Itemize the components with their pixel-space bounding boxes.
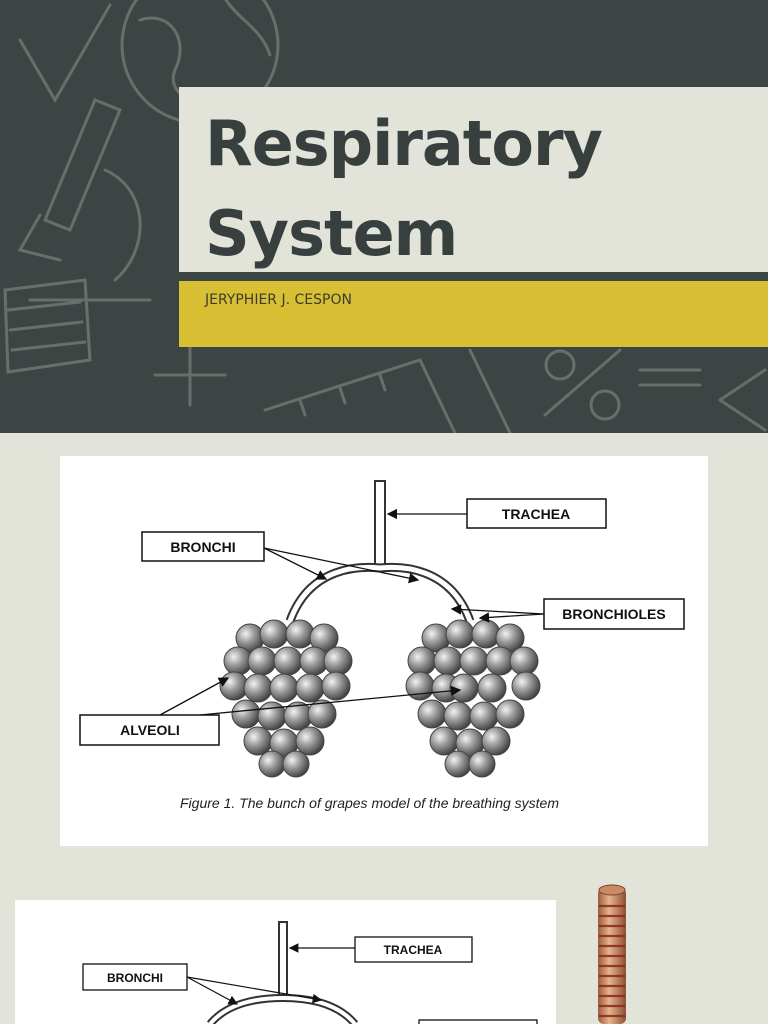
figure-grapes-model-2: TRACHEA BRONCHI: [15, 900, 556, 1024]
label-trachea: TRACHEA: [466, 498, 607, 529]
figure-caption: Figure 1. The bunch of grapes model of t…: [180, 795, 559, 811]
plus-icon: [153, 343, 227, 407]
trachea-shape-2: [278, 921, 288, 999]
label-bronchi: BRONCHI: [141, 531, 265, 562]
page-title: Respiratory System: [205, 99, 603, 279]
book-icon: [3, 278, 92, 374]
trachea-shape: [374, 480, 386, 569]
label-trachea-text: TRACHEA: [502, 506, 570, 522]
title-line-1: Respiratory: [205, 107, 603, 180]
figure-grapes-model: TRACHEA BRONCHI BRONCHIOLES ALVEOLI Figu…: [60, 456, 708, 846]
figure-diagram: TRACHEA BRONCHI BRONCHIOLES ALVEOLI Figu…: [79, 480, 685, 811]
bronchi-shape: [285, 562, 475, 623]
trachea-model-image: [598, 884, 626, 1024]
ruler-icon: [263, 358, 457, 433]
label-bronchioles: BRONCHIOLES: [543, 598, 685, 630]
chalk-doodles: [3, 0, 767, 433]
label-trachea-2-text: TRACHEA: [384, 943, 443, 957]
label-bronchi-text: BRONCHI: [170, 539, 235, 555]
label-alveoli-text: ALVEOLI: [120, 722, 180, 738]
title-box: Respiratory System: [179, 87, 768, 272]
label-box-partial: [418, 1019, 538, 1024]
label-trachea-2: TRACHEA: [354, 936, 473, 963]
microscope-icon: [17, 98, 152, 302]
label-bronchioles-text: BRONCHIOLES: [562, 606, 665, 622]
percent-icon: [543, 348, 622, 421]
label-alveoli: ALVEOLI: [79, 714, 220, 746]
title-line-2: System: [205, 197, 458, 270]
author-bar: JERYPHIER J. CESPON: [179, 281, 768, 347]
label-bronchi-2: BRONCHI: [82, 963, 188, 991]
author-name: JERYPHIER J. CESPON: [205, 292, 352, 308]
left-alveoli-cluster: [219, 619, 353, 778]
label-bronchi-2-text: BRONCHI: [107, 971, 163, 985]
figure-diagram-2: TRACHEA BRONCHI: [82, 921, 538, 1024]
right-alveoli-cluster: [405, 619, 541, 778]
title-slide: Respiratory System JERYPHIER J. CESPON: [0, 0, 768, 433]
